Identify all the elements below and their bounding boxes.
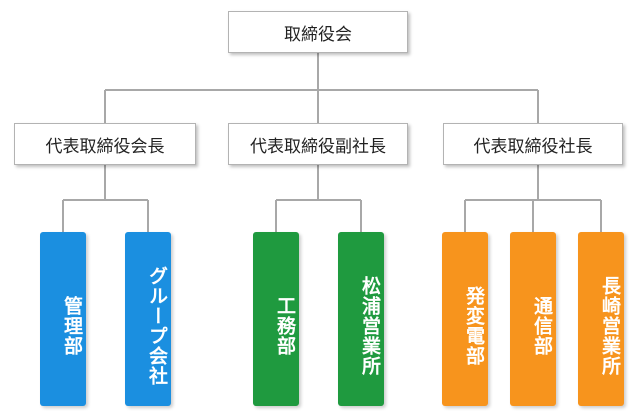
dept-nagasaki-office-label: 長崎営業所: [599, 276, 621, 376]
dept-nagasaki-office: 長崎営業所: [578, 232, 624, 406]
president-box: 代表取締役社長: [443, 123, 623, 165]
dept-matsuura-office: 松浦営業所: [338, 232, 384, 406]
chairman-label: 代表取締役会長: [45, 136, 165, 157]
vice-president-box: 代表取締役副社長: [228, 123, 408, 165]
president-label: 代表取締役社長: [473, 136, 593, 157]
dept-group-companies-label: グループ会社: [146, 266, 168, 386]
dept-power-substation: 発変電部: [442, 232, 488, 406]
chairman-box: 代表取締役会長: [14, 123, 196, 165]
dept-engineering-label: 工務部: [274, 296, 296, 356]
dept-engineering: 工務部: [253, 232, 299, 406]
board-of-directors-label: 取締役会: [284, 24, 352, 45]
board-of-directors-box: 取締役会: [228, 11, 408, 53]
dept-management: 管理部: [40, 232, 86, 406]
vice-president-label: 代表取締役副社長: [250, 136, 386, 157]
dept-communications: 通信部: [510, 232, 556, 406]
dept-communications-label: 通信部: [531, 296, 553, 356]
dept-power-substation-label: 発変電部: [463, 286, 485, 366]
dept-group-companies: グループ会社: [125, 232, 171, 406]
dept-matsuura-office-label: 松浦営業所: [359, 276, 381, 376]
dept-management-label: 管理部: [61, 296, 83, 356]
